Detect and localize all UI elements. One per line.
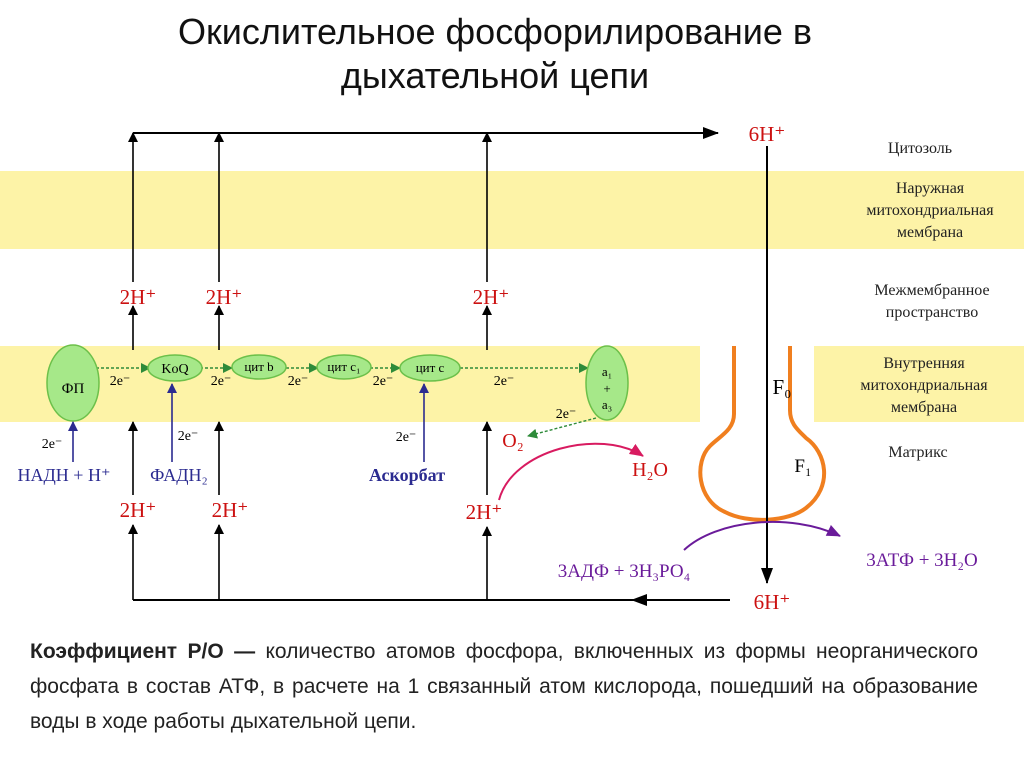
nadh-label: НАДН + Н⁺ bbox=[18, 465, 111, 485]
atp-reactants: 3АДФ + 3Н₃РО₄ bbox=[558, 561, 690, 582]
title-line-1: Окислительное фосфорилирование в bbox=[177, 11, 813, 52]
label-cytosol: Цитозоль bbox=[888, 140, 952, 157]
proton-label-bottom-3: 2H⁺ bbox=[466, 500, 503, 524]
a3-label: a₃ bbox=[602, 397, 612, 412]
electron-label-6: 2e⁻ bbox=[556, 407, 577, 422]
ascorbate-label: Аскорбат bbox=[369, 465, 445, 485]
electron-label-nadh: 2e⁻ bbox=[42, 437, 63, 452]
label-inner-membrane-2: митохондриальная bbox=[860, 377, 988, 394]
cyt-b-label: цит b bbox=[244, 359, 273, 374]
proton-label-six-bottom: 6H⁺ bbox=[754, 590, 791, 614]
po-ratio-term: Коэффициент Р/О — bbox=[30, 640, 256, 663]
electron-label-5: 2e⁻ bbox=[494, 374, 515, 389]
inner-membrane-band-right bbox=[814, 346, 1024, 422]
electron-label-fadh: 2e⁻ bbox=[178, 429, 199, 444]
koq-label: KoQ bbox=[161, 362, 188, 377]
proton-label-top-2: 2H⁺ bbox=[206, 285, 243, 309]
cyt-b-enzyme bbox=[231, 354, 287, 380]
cyt-c-label: цит c bbox=[416, 360, 445, 375]
atp-synthesis-arrow bbox=[683, 520, 841, 551]
label-inner-membrane-3: мембрана bbox=[891, 399, 957, 416]
a1-label: a₁ bbox=[602, 364, 612, 379]
electron-label-1: 2e⁻ bbox=[110, 374, 131, 389]
label-matrix: Матрикс bbox=[888, 444, 947, 461]
proton-label-top-3: 2H⁺ bbox=[473, 285, 510, 309]
electron-label-4: 2e⁻ bbox=[373, 374, 394, 389]
fp-label: ФП bbox=[62, 381, 85, 397]
f1-label: F₁ bbox=[794, 456, 811, 477]
o2-to-h2o-arrow bbox=[498, 442, 644, 501]
proton-label-top-1: 2H⁺ bbox=[120, 285, 157, 309]
label-outer-membrane-3: мембрана bbox=[897, 224, 963, 241]
proton-label-six-top: 6H⁺ bbox=[749, 122, 786, 146]
fadh-label: ФАДН₂ bbox=[150, 465, 208, 485]
respiratory-chain-diagram: Цитозоль Наружная митохондриальная мембр… bbox=[0, 122, 1024, 614]
h2o-label: H₂O bbox=[632, 459, 668, 481]
label-outer-membrane-2: митохондриальная bbox=[866, 202, 994, 219]
cyt-c1-enzyme bbox=[316, 354, 372, 380]
koq-enzyme bbox=[147, 354, 203, 382]
electron-label-2: 2e⁻ bbox=[211, 374, 232, 389]
cyt-c-enzyme bbox=[399, 354, 461, 382]
proton-label-bottom-2: 2H⁺ bbox=[212, 498, 249, 522]
cyt-a-a3-enzyme bbox=[585, 345, 629, 421]
label-intermembrane-1: Межмембранное bbox=[874, 282, 989, 299]
label-outer-membrane-1: Наружная bbox=[896, 180, 965, 197]
atp-products: 3АТФ + 3Н₂О bbox=[866, 550, 978, 571]
outer-membrane-band bbox=[0, 171, 1024, 249]
o2-label: O₂ bbox=[502, 430, 523, 452]
label-intermembrane-2: пространство bbox=[886, 304, 978, 321]
electron-flow-to-o2 bbox=[527, 417, 597, 439]
plus-label: + bbox=[603, 381, 610, 396]
title-line-2: дыхательной цепи bbox=[340, 55, 650, 96]
atp-synthase bbox=[698, 346, 826, 522]
label-inner-membrane-1: Внутренняя bbox=[883, 355, 965, 372]
page-title: Окислительное фосфорилирование в дыхател… bbox=[0, 10, 990, 98]
f0-label: F₀ bbox=[772, 375, 791, 399]
proton-label-bottom-1: 2H⁺ bbox=[120, 498, 157, 522]
electron-label-3: 2e⁻ bbox=[288, 374, 309, 389]
po-ratio-definition: Коэффициент Р/О — количество атомов фосф… bbox=[30, 634, 978, 739]
electron-label-ascorbate: 2e⁻ bbox=[396, 430, 417, 445]
cyt-c1-label: цит c₁ bbox=[327, 359, 360, 374]
po-ratio-text: количество атомов фосфора, включенных из… bbox=[30, 640, 978, 733]
